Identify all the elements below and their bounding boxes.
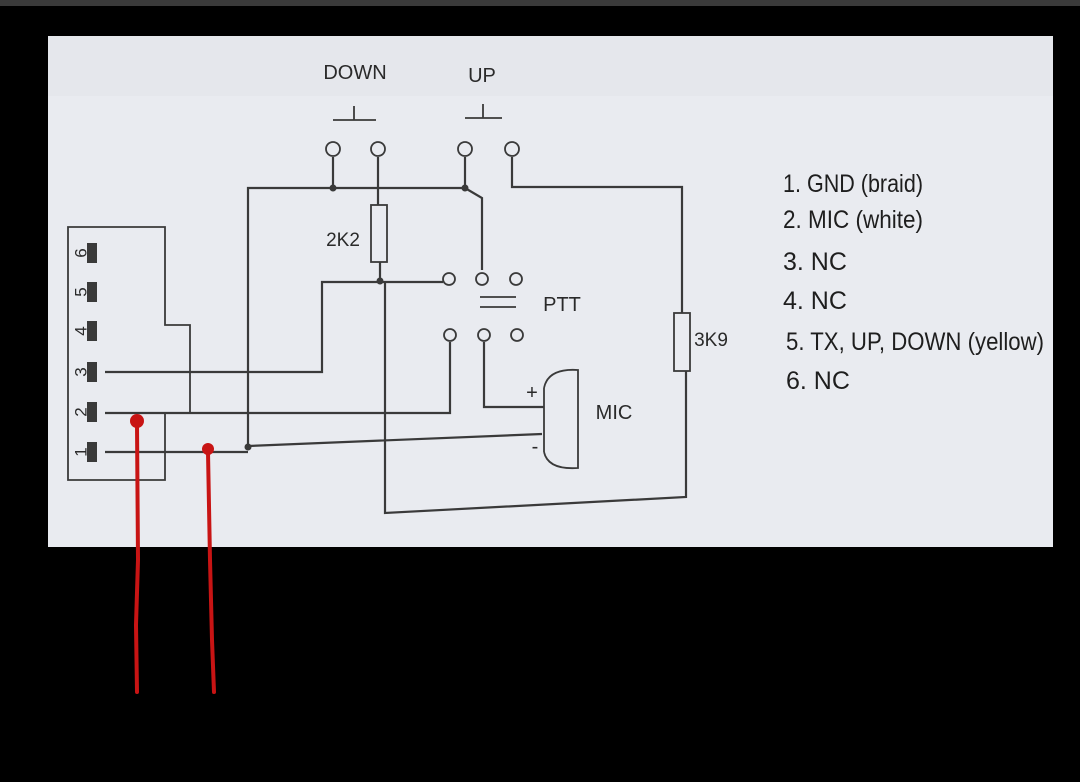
pin-number-labels: 6 5 4 3 2 1 (71, 248, 90, 456)
wire-pin2-mic (105, 342, 452, 415)
legend-item-2: 2. MIC (white) (783, 206, 923, 234)
pin-2 (87, 402, 97, 422)
junction-rail-up (461, 184, 469, 192)
pin-label-2: 2 (71, 407, 90, 416)
pin-label-6: 6 (71, 248, 90, 257)
junction-rail-down (329, 184, 337, 192)
legend-item-1: 1. GND (braid) (783, 170, 923, 198)
annotation-dot-pin2 (130, 414, 144, 428)
legend-item-5: 5. TX, UP, DOWN (yellow) (786, 328, 1044, 356)
junction-2k2 (376, 277, 384, 285)
red-annotation (130, 414, 216, 694)
label-ptt: PTT (543, 294, 581, 316)
pin-label-4: 4 (71, 326, 90, 335)
wire-ptt-mic-plus (482, 342, 544, 409)
label-down: DOWN (323, 62, 386, 84)
annotation-line-pin2 (133, 422, 141, 694)
resistor-3k9 (673, 312, 691, 372)
label-plus: + (526, 382, 538, 404)
pin-legend: 1. GND (braid) 2. MIC (white) 3. NC 4. N… (783, 170, 1044, 395)
pin-label-5: 5 (71, 287, 90, 296)
wire-2k2-bottom (383, 282, 688, 515)
label-3k9: 3K9 (694, 330, 728, 351)
pin-6 (87, 243, 97, 263)
ptt-switch (442, 272, 524, 342)
top-bar (0, 0, 1080, 6)
legend-item-6: 6. NC (786, 367, 850, 395)
down-switch (325, 106, 386, 157)
wire-up-right (510, 157, 684, 313)
connector-pins (87, 243, 97, 462)
pin-3 (87, 362, 97, 382)
pin-1 (87, 442, 97, 462)
wire-rail-ptt (464, 187, 484, 270)
annotation-dot-pin1 (202, 443, 214, 455)
label-minus: - (532, 436, 539, 458)
junctions (244, 184, 469, 451)
wire-gnd-vertical (246, 186, 465, 446)
junction-gnd (244, 443, 252, 451)
pin-label-1: 1 (71, 447, 90, 456)
pin-4 (87, 321, 97, 341)
legend-item-3: 3. NC (783, 248, 847, 276)
label-2k2: 2K2 (326, 230, 360, 251)
microphone-symbol (543, 368, 579, 470)
legend-item-4: 4. NC (783, 287, 847, 315)
wire-gnd-to-mic-minus (247, 432, 543, 448)
up-switch (457, 104, 520, 157)
wires (105, 157, 688, 515)
label-up: UP (468, 65, 496, 87)
paper-background (48, 36, 1053, 547)
paper-shade (48, 36, 1053, 96)
pin-label-3: 3 (71, 367, 90, 376)
label-mic: MIC (596, 402, 633, 424)
resistor-2k2 (370, 204, 388, 263)
annotation-line-pin1 (206, 450, 216, 694)
pin-5 (87, 282, 97, 302)
